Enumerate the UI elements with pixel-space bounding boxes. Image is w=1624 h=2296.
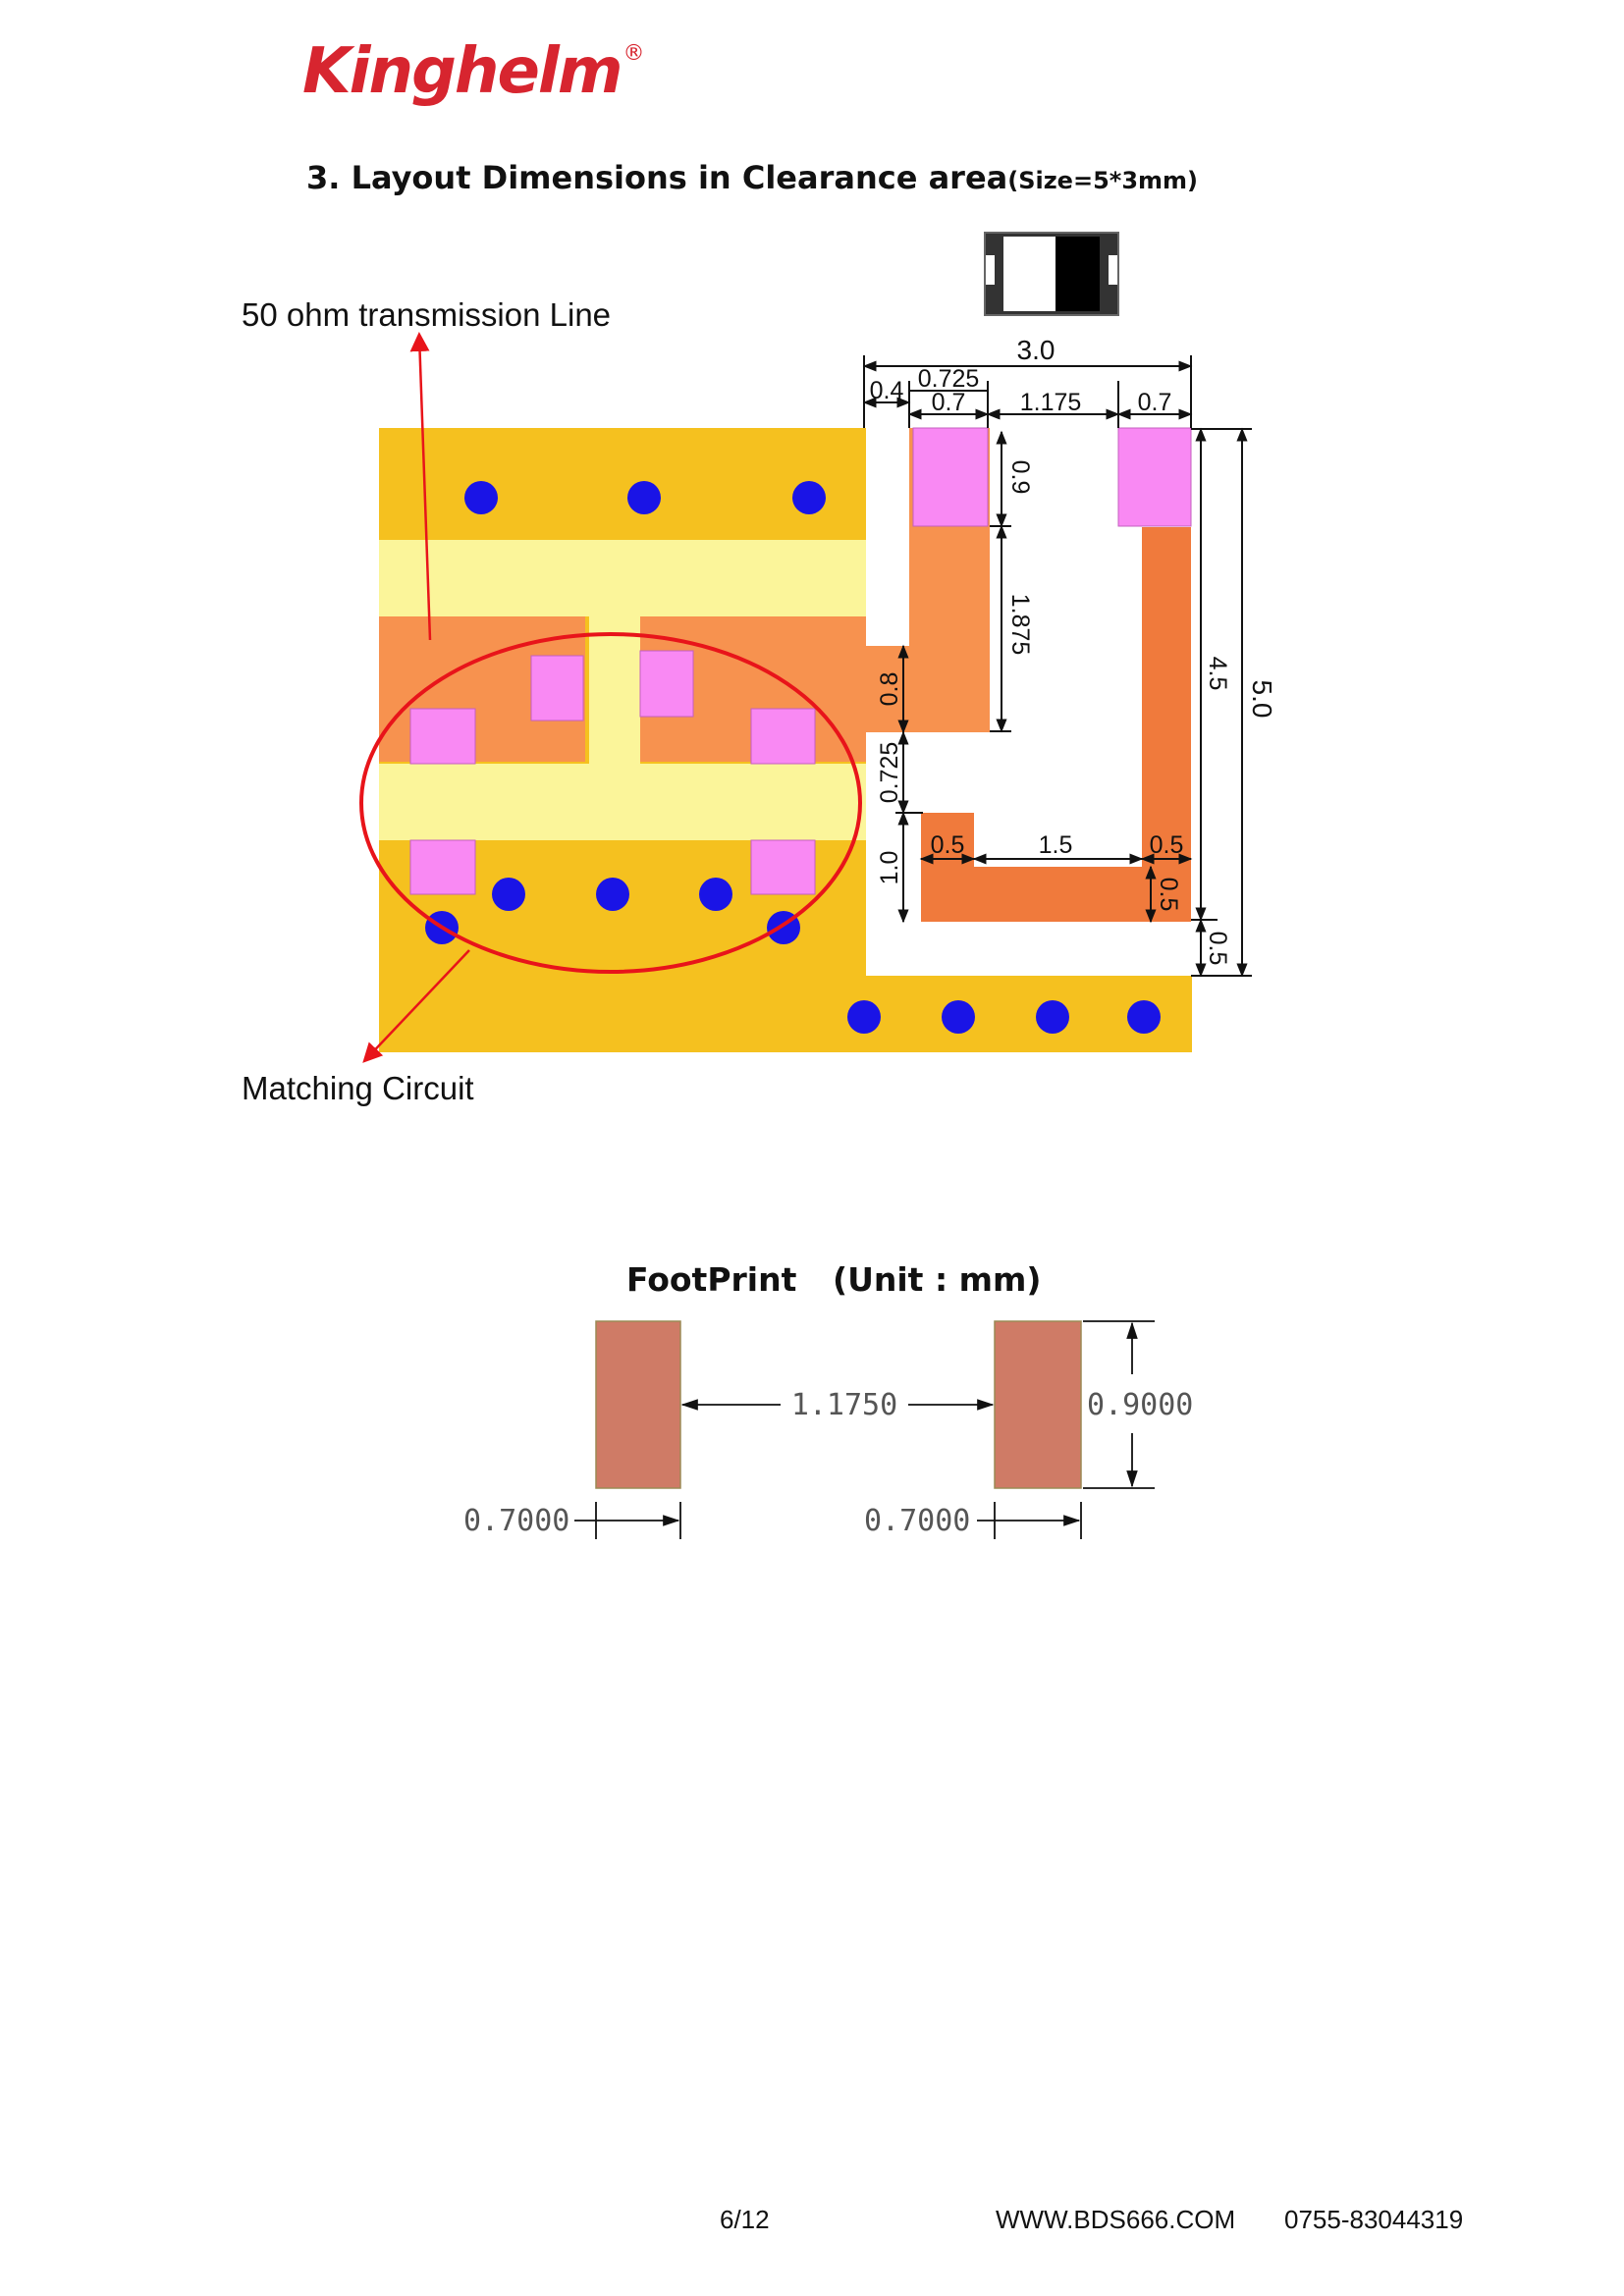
- registered-mark: ®: [623, 41, 645, 66]
- matching-pad: [750, 708, 816, 765]
- layout-diagram: 3.0 0.4 0.725 0.7 1.175 0.7 0.9 1.875 4.…: [359, 232, 1277, 1063]
- matching-pad: [530, 655, 584, 721]
- section-title: 3. Layout Dimensions in Clearance area(S…: [306, 159, 1198, 196]
- transmission-line-label: 50 ohm transmission Line: [242, 296, 612, 333]
- page-number: 6/12: [720, 2205, 770, 2234]
- dim-0-5-left: 0.5: [931, 831, 965, 859]
- footer-phone: 0755-83044319: [1284, 2205, 1464, 2234]
- footprint-pad-width-right: 0.7000: [864, 1504, 970, 1538]
- chip-component-icon: [984, 232, 1119, 316]
- dim-0-7-right: 0.7: [1138, 389, 1172, 416]
- footprint-pad-left: [595, 1320, 681, 1489]
- brand-logo: Kinghelm®: [302, 35, 645, 108]
- dim-4-5: 4.5: [1204, 657, 1231, 691]
- matching-pad: [409, 708, 476, 765]
- dim-0-4: 0.4: [870, 377, 904, 404]
- footprint-diagram: 1.1750 0.9000 0.7000 0.7000: [463, 1320, 1193, 1539]
- footprint-height-dim: 0.9000: [1087, 1388, 1193, 1422]
- dimension-lines: [862, 355, 1252, 978]
- dim-overall-width: 3.0: [1017, 335, 1056, 365]
- top-trace-band: [379, 540, 866, 616]
- via-holes: [425, 481, 1161, 1034]
- pcb-board: [359, 427, 1192, 1052]
- dim-0-7-left: 0.7: [932, 389, 966, 416]
- matching-pad: [639, 650, 694, 718]
- dim-1-0: 1.0: [876, 851, 903, 885]
- dim-0-5-vert: 0.5: [1155, 878, 1182, 912]
- dim-0-5-bottom: 0.5: [1204, 932, 1231, 966]
- section-title-text: 3. Layout Dimensions in Clearance area: [306, 159, 1008, 196]
- matching-circuit-ellipse: [359, 632, 862, 974]
- dim-0-8: 0.8: [876, 672, 903, 707]
- section-size-note: (Size=5*3mm): [1007, 167, 1199, 194]
- footprint-pad-right: [994, 1320, 1082, 1489]
- dim-0-725-side: 0.725: [876, 742, 903, 804]
- dim-5-0: 5.0: [1247, 680, 1277, 719]
- matching-pad: [750, 839, 816, 895]
- transmission-line: [379, 764, 866, 840]
- antenna-pad-right: [1117, 427, 1192, 527]
- dim-0-9: 0.9: [1006, 460, 1034, 495]
- dim-0-725-top: 0.725: [918, 365, 980, 393]
- brand-name: Kinghelm: [302, 35, 623, 108]
- transmission-line-arrow: [409, 332, 432, 641]
- footprint-gap-dim: 1.1750: [791, 1388, 897, 1422]
- dim-1-5: 1.5: [1039, 831, 1073, 859]
- matching-circuit-label: Matching Circuit: [242, 1070, 474, 1106]
- matching-circuit-arrow: [362, 949, 470, 1063]
- matching-pad: [409, 839, 476, 895]
- footer-website: WWW.BDS666.COM: [996, 2205, 1236, 2234]
- dim-0-5-right: 0.5: [1150, 831, 1184, 859]
- footprint-unit: (Unit : mm): [833, 1260, 1042, 1299]
- antenna-right-arm: [1142, 527, 1191, 922]
- center-trace: [589, 616, 640, 764]
- footprint-pad-width-left: 0.7000: [463, 1504, 569, 1538]
- dim-1-175: 1.175: [1020, 389, 1082, 416]
- footprint-title: FootPrint: [626, 1260, 797, 1299]
- dim-1-875: 1.875: [1006, 594, 1034, 656]
- antenna-pad-left: [912, 427, 989, 527]
